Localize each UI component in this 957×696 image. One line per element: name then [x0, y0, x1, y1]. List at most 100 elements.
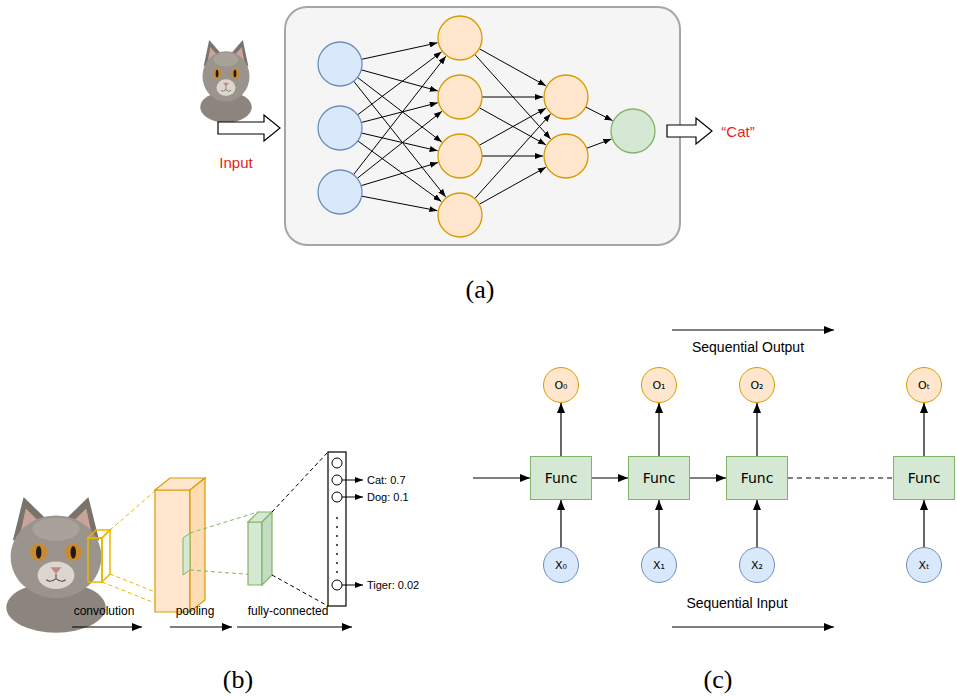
- stage-arrow: [237, 626, 352, 627]
- fully-connected-layer: [336, 562, 338, 564]
- neuron: [318, 42, 362, 86]
- network-connection: [357, 111, 442, 178]
- connector: [690, 477, 726, 478]
- fully-connected-layer: [332, 458, 342, 468]
- cat-photo: [200, 40, 252, 123]
- connector: [560, 500, 561, 547]
- neuron: [438, 134, 482, 178]
- direction-arrow: [672, 329, 834, 330]
- node-text: Func: [643, 470, 676, 486]
- conv-kernel: [102, 530, 110, 582]
- panel-caption: (a): [466, 275, 495, 305]
- function-box: Func: [726, 456, 788, 500]
- output-arrow: [667, 118, 712, 144]
- feature-map: [190, 478, 205, 612]
- connector: [756, 500, 757, 547]
- connector: [923, 403, 924, 456]
- pooled-map: [262, 512, 272, 585]
- network-panel: [285, 7, 680, 245]
- fully-connected-layer: [332, 492, 342, 502]
- neuron: [438, 75, 482, 119]
- node-text: O₁: [652, 379, 665, 392]
- network-connection: [354, 43, 613, 211]
- output-pointer: [342, 480, 363, 481]
- node-text: Xₜ: [919, 559, 930, 572]
- function-box: Func: [530, 456, 592, 500]
- panel-caption: (b): [223, 665, 253, 695]
- network-connection: [479, 108, 546, 145]
- fully-connected-layer: [336, 544, 338, 546]
- feature-map: [183, 533, 190, 575]
- class-score: Tiger: 0.02: [367, 579, 419, 592]
- input-node: Xₜ: [906, 547, 942, 583]
- fully-connected-layer: [328, 452, 346, 606]
- stage-label: convolution: [74, 605, 135, 619]
- input-label: Input: [219, 154, 252, 171]
- fully-connected-layer: [328, 452, 346, 606]
- network-connection: [361, 70, 438, 91]
- connector: [592, 477, 628, 478]
- node-text: Oₜ: [918, 379, 930, 392]
- network-connection: [586, 107, 613, 121]
- network-panel: [285, 7, 680, 245]
- node-text: Func: [545, 470, 578, 486]
- feature-map: [155, 490, 190, 612]
- neuron: [318, 170, 362, 214]
- input-node: X₀: [543, 547, 579, 583]
- neuron: [544, 134, 588, 178]
- network-connection: [358, 141, 442, 202]
- connector: [923, 500, 924, 547]
- stage-arrow: [72, 627, 352, 628]
- fully-connected-layer: [336, 571, 338, 573]
- conv-kernel: [88, 538, 102, 582]
- fully-connected-layer: [336, 526, 338, 528]
- output-pointer: [342, 497, 363, 498]
- network-connection: [479, 108, 546, 145]
- fully-connected-layer: [332, 475, 342, 485]
- network-connection: [587, 139, 612, 148]
- connector: [756, 403, 757, 456]
- node-text: Func: [908, 470, 941, 486]
- network-connection: [482, 97, 543, 98]
- connector: [788, 477, 893, 478]
- input-node: X₂: [739, 547, 775, 583]
- class-score: Dog: 0.1: [367, 491, 409, 504]
- network-connection: [362, 196, 438, 211]
- function-box: Func: [628, 456, 690, 500]
- pooled-map: [248, 522, 262, 585]
- network-connection: [479, 49, 546, 86]
- node-text: X₁: [653, 559, 665, 572]
- neuron: [318, 106, 362, 150]
- network-connection: [361, 103, 437, 123]
- output-node: Oₜ: [906, 367, 942, 403]
- network-connection: [354, 81, 446, 197]
- network-connection: [357, 77, 441, 142]
- fully-connected-layer: [332, 580, 342, 590]
- network-connection: [479, 167, 546, 204]
- node-text: O₂: [750, 379, 763, 392]
- stage-arrow: [170, 626, 232, 627]
- connector: [560, 403, 561, 456]
- panel-caption: (c): [704, 665, 733, 695]
- direction-label: Sequential Output: [692, 339, 804, 355]
- stage-label: fully-connected: [248, 605, 329, 619]
- fully-connected-layer: [336, 553, 338, 555]
- input-arrow: [218, 115, 280, 141]
- direction-arrow: [672, 626, 834, 627]
- connector: [658, 403, 659, 456]
- input-arrow: [218, 115, 280, 141]
- node-text: Func: [741, 470, 774, 486]
- network-connection: [362, 43, 438, 59]
- neuron: [438, 16, 482, 60]
- output-node: O₀: [543, 367, 579, 403]
- output-node: O₂: [739, 367, 775, 403]
- node-text: X₀: [555, 559, 567, 572]
- network-connection: [361, 133, 437, 151]
- output-pointer: [342, 480, 363, 585]
- fc-lines: [272, 452, 328, 606]
- output-arrow: [667, 118, 712, 144]
- feature-map: [155, 478, 205, 612]
- stage-label: pooling: [176, 605, 215, 619]
